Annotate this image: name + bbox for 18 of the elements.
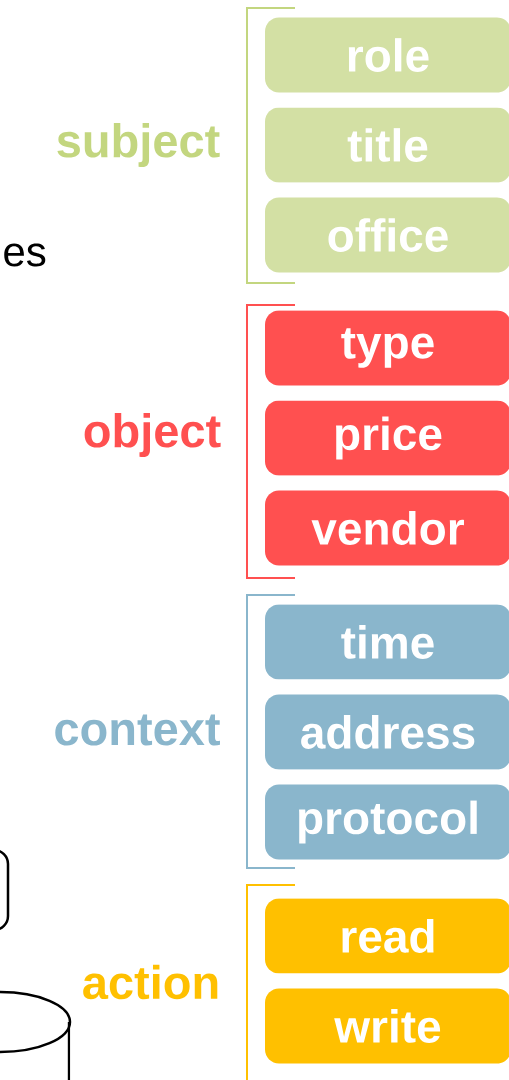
box <box>0 848 10 932</box>
group-label: object <box>84 413 221 457</box>
attribute-pill: office <box>265 197 509 273</box>
attribute-pill: time <box>265 604 509 680</box>
cylinder <box>0 990 72 1080</box>
attribute-pill: title <box>265 107 509 183</box>
text-fragment: es <box>4 243 46 267</box>
group-label: subject <box>57 123 220 167</box>
attribute-pill: write <box>265 988 509 1064</box>
attribute-pill: role <box>265 17 509 93</box>
attribute-pill: address <box>265 694 509 770</box>
attribute-pill: protocol <box>265 784 509 860</box>
attribute-pill: price <box>265 400 509 476</box>
attribute-pill: vendor <box>265 490 509 566</box>
group-label: context <box>55 714 220 746</box>
attribute-pill: type <box>265 310 509 386</box>
group-label: action <box>83 964 218 1000</box>
attribute-pill: read <box>265 898 509 974</box>
